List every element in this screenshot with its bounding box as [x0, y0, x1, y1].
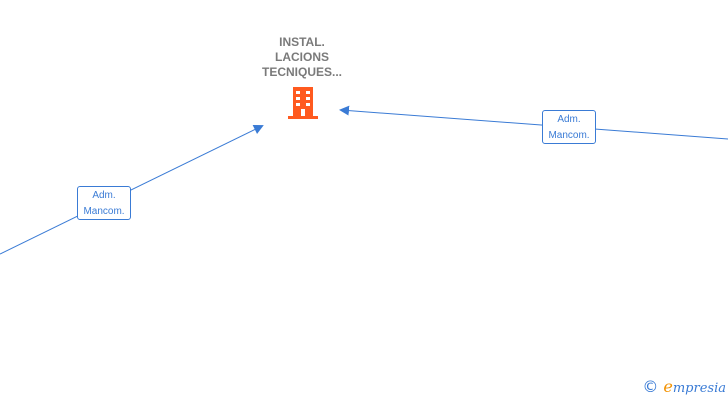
building-icon[interactable]	[287, 86, 319, 120]
footer-brand: © empresia	[642, 377, 726, 396]
company-name-line-1: INSTAL.	[279, 35, 325, 49]
brand-logo-initial: e	[663, 377, 673, 396]
relation-label-right-line-2: Mancom.	[548, 130, 590, 141]
relation-edge-left	[0, 125, 264, 255]
company-name-line-3: TECNIQUES...	[261, 65, 342, 79]
relation-label-left-line-2: Mancom.	[83, 206, 125, 217]
relation-label-left-line-1: Adm.	[92, 190, 116, 201]
brand-logo[interactable]: empresia	[663, 377, 726, 396]
company-name[interactable]: INSTAL. LACIONS TECNIQUES...	[242, 35, 362, 80]
relation-label-right-line-1: Adm.	[557, 114, 581, 125]
relation-label-left[interactable]: Adm. Mancom.	[77, 186, 131, 220]
relation-edge-right	[339, 105, 728, 140]
relation-label-right[interactable]: Adm. Mancom.	[542, 110, 596, 144]
copyright-icon: ©	[642, 377, 659, 396]
brand-logo-text: mpresia	[672, 381, 726, 396]
company-name-line-2: LACIONS	[275, 50, 329, 64]
